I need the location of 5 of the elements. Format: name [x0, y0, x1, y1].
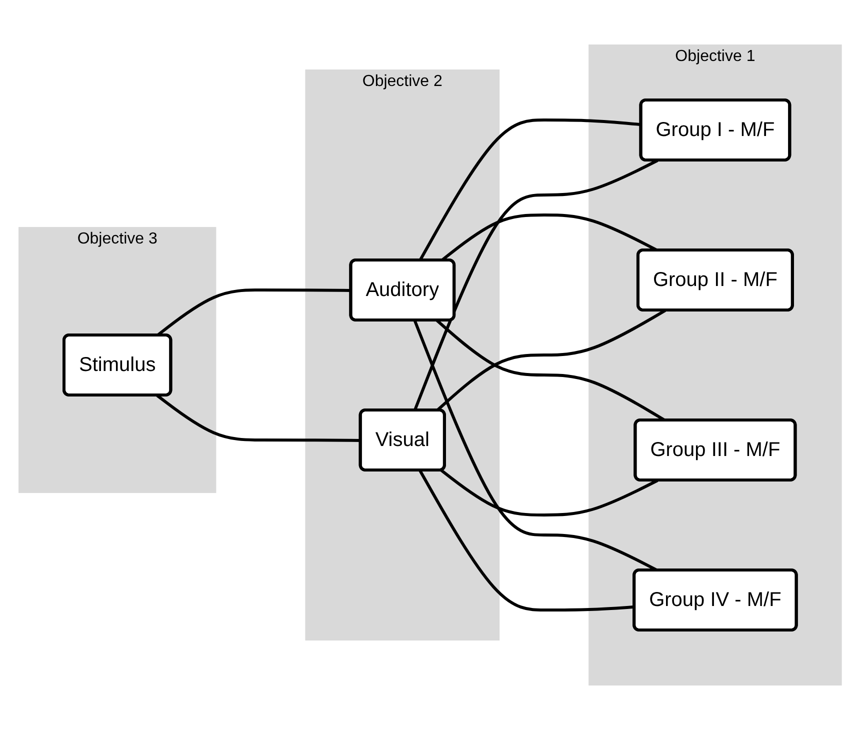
- connector: [418, 118, 642, 262]
- connector: [156, 394, 362, 442]
- connector: [418, 470, 635, 612]
- connector: [414, 159, 658, 412]
- connector: [440, 469, 658, 516]
